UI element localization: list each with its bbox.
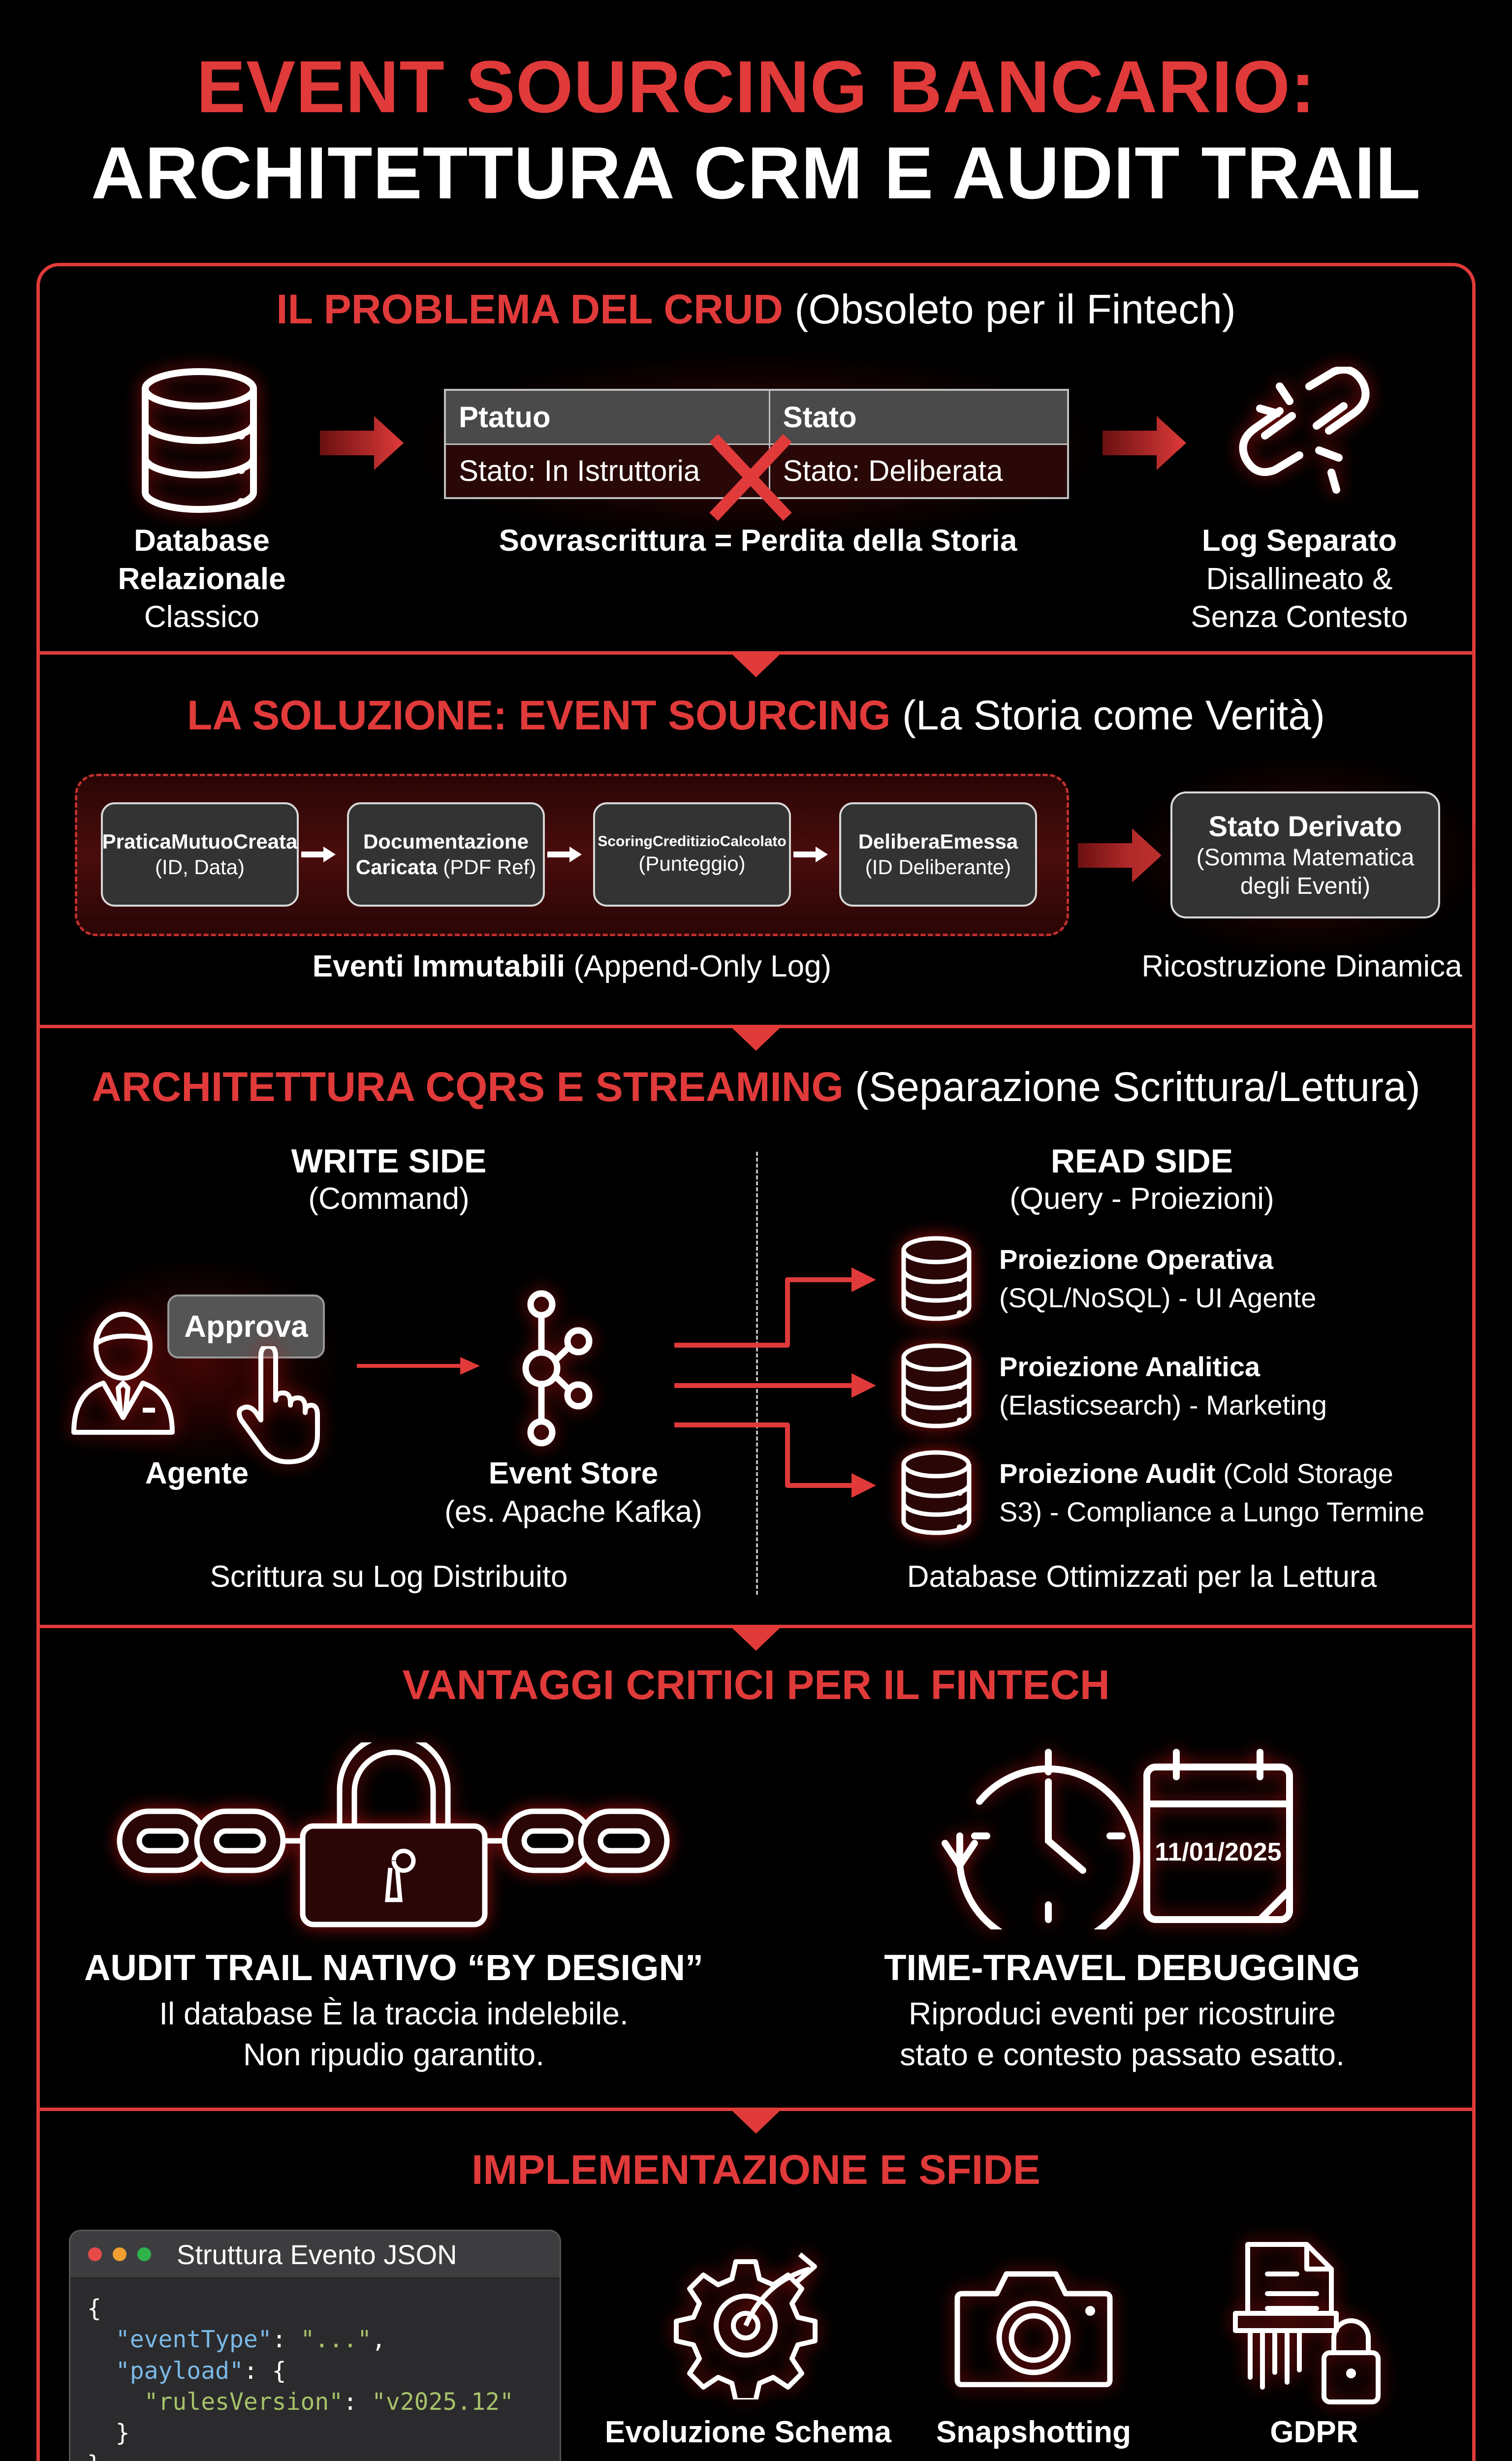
benefit-title: AUDIT TRAIL NATIVO “BY DESIGN” (84, 1947, 704, 1988)
event-box: Documentazione Caricata (PDF Ref) (347, 802, 545, 907)
es-section-title: LA SOLUZIONE: EVENT SOURCING (La Storia … (187, 692, 1325, 738)
arrow-right-icon (547, 847, 582, 862)
crud-section-title: IL PROBLEMA DEL CRUD (Obsoleto per il Fi… (276, 286, 1236, 332)
database-icon (901, 1343, 972, 1428)
divider-notch-icon (732, 1628, 780, 1651)
log-label: Log Separato Disallineato & Senza Contes… (1191, 524, 1408, 634)
benefit-text: Riproduci eventi per ricostruire stato e… (900, 1996, 1345, 2073)
table-cell: Stato: Deliberata (768, 443, 1069, 499)
divider-notch-icon (732, 2111, 780, 2134)
read-side-heading: READ SIDE (1050, 1142, 1233, 1180)
gear-arrow-icon (674, 2252, 818, 2399)
red-x-icon (709, 434, 792, 521)
read-side-caption: Database Ottimizzati per la Lettura (907, 1560, 1377, 1594)
clock-calendar-icon: 11/01/2025 (942, 1749, 1293, 1929)
arrow-right-icon (320, 416, 404, 470)
broken-link-icon (1239, 367, 1370, 494)
kafka-icon (522, 1290, 593, 1447)
impl-item: GDPR (Crypto-shredding) (1187, 2415, 1442, 2461)
agent-label: Agente (145, 1456, 249, 1490)
divider-notch-icon (732, 655, 780, 677)
section-divider (38, 651, 1474, 655)
event-box: ScoringCreditizioCalcolato (Punteggio) (593, 802, 791, 907)
arrow-right-icon (301, 847, 336, 862)
write-side-caption: Scrittura su Log Distribuito (210, 1560, 568, 1594)
benefits-section-title: VANTAGGI CRITICI PER IL FINTECH (402, 1662, 1110, 1708)
write-read-separator (756, 1152, 758, 1595)
close-dot-icon (88, 2247, 102, 2261)
minimize-dot-icon (113, 2247, 126, 2261)
table-header: Ptatuo (444, 389, 770, 445)
benefit-title: TIME-TRAVEL DEBUGGING (884, 1947, 1360, 1988)
write-side-sub: (Command) (308, 1182, 470, 1216)
read-side-sub: (Query - Proiezioni) (1009, 1182, 1274, 1216)
database-label: Database Relazionale Classico (118, 524, 286, 634)
impl-item: Snapshotting (Performance) (936, 2415, 1132, 2461)
agent-icon (71, 1312, 175, 1435)
es-caption-right: Ricostruzione Dinamica (1141, 949, 1462, 983)
projection-item: Proiezione Audit (Cold Storage S3) - Com… (999, 1458, 1425, 1528)
maximize-dot-icon (137, 2247, 151, 2261)
chain-padlock-icon (117, 1742, 670, 1927)
event-box: PraticaMutuoCreata (ID, Data) (101, 802, 299, 907)
table-cell: Stato: In Istruttoria (444, 443, 770, 499)
page-title-line2: ARCHITETTURA CRM E AUDIT TRAIL (91, 131, 1421, 214)
projection-item: Proiezione Operativa (SQL/NoSQL) - UI Ag… (999, 1244, 1317, 1314)
content-frame (36, 263, 1476, 2461)
es-caption-left: Eventi Immutabili (Append-Only Log) (312, 949, 832, 983)
section-divider (38, 1625, 1474, 1628)
impl-section-title: IMPLEMENTAZIONE E SFIDE (472, 2146, 1040, 2193)
benefit-text: Il database È la traccia indelebile. Non… (159, 1996, 629, 2073)
database-icon (142, 368, 257, 513)
database-icon (901, 1236, 972, 1321)
impl-item: Evoluzione Schema (Upcasters) (604, 2415, 892, 2461)
table-header: Stato (768, 389, 1069, 445)
calendar-date: 11/01/2025 (1155, 1838, 1281, 1866)
database-icon (901, 1450, 972, 1535)
section-divider (38, 2108, 1474, 2111)
derived-state-box: Stato Derivato (Somma Matematica degli E… (1170, 791, 1440, 918)
camera-icon (954, 2271, 1113, 2387)
cqrs-section-title: ARCHITETTURA CQRS E STREAMING (Separazio… (92, 1064, 1420, 1110)
divider-notch-icon (732, 1028, 780, 1051)
arrow-right-icon (357, 1357, 480, 1375)
arrow-right-icon (793, 847, 828, 862)
crud-table: Ptatuo Stato Stato: In Istruttoria Stato… (444, 389, 1069, 499)
projection-arrows (674, 1267, 876, 1498)
event-store-label: Event Store (es. Apache Kafka) (444, 1456, 702, 1529)
event-box: DeliberaEmessa (ID Deliberante) (839, 802, 1037, 907)
arrow-right-icon (1102, 416, 1186, 470)
section-divider (38, 1025, 1474, 1028)
write-side-heading: WRITE SIDE (291, 1142, 487, 1180)
shredder-lock-icon (1233, 2242, 1381, 2404)
projection-item: Proiezione Analitica (Elasticsearch) - M… (999, 1351, 1327, 1421)
crud-caption: Sovrascrittura = Perdita della Storia (499, 524, 1017, 558)
code-window-titlebar: Struttura Evento JSON (70, 2231, 560, 2278)
hand-pointer-icon (237, 1346, 320, 1464)
page-title-line1: EVENT SOURCING BANCARIO: (196, 45, 1316, 128)
json-code-window: Struttura Evento JSON { "eventType": "..… (69, 2230, 561, 2461)
approve-button[interactable]: Approva (167, 1294, 325, 1358)
code-body: { "eventType": "...", "payload": { "rule… (87, 2295, 514, 2461)
